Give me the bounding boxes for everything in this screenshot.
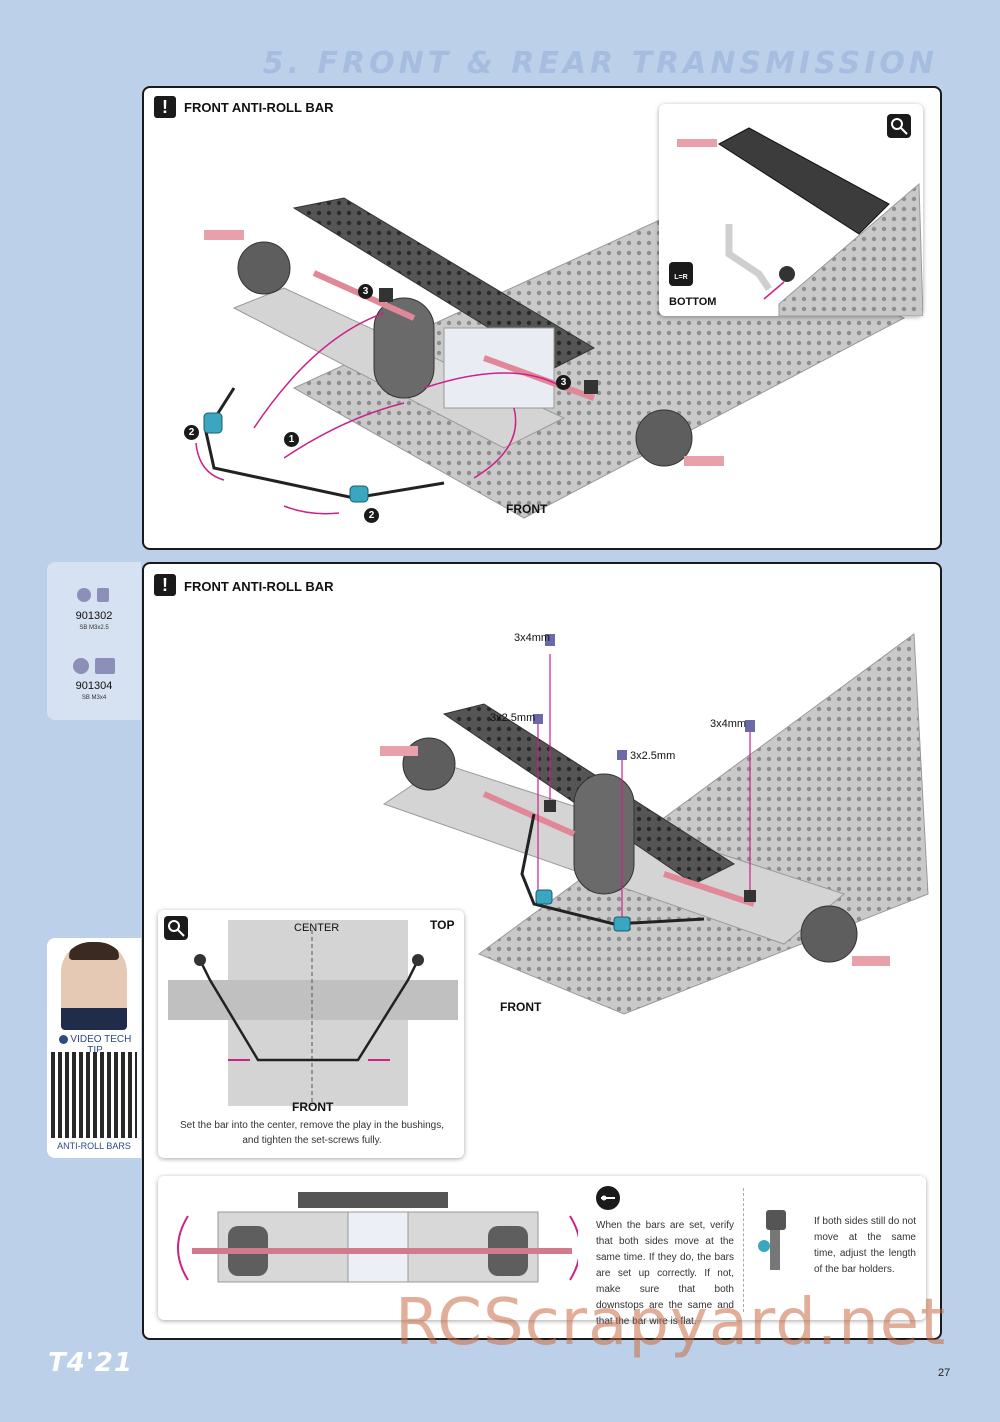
front-label: FRONT	[500, 1000, 542, 1014]
parts-tab: 901302 SB M3x2.5 901304 SB M3x4	[47, 562, 141, 720]
page-number: 27	[938, 1367, 951, 1379]
chassis-illustration-2	[380, 633, 929, 1015]
callout-screw-3x4-right: 3x4mm	[710, 718, 747, 730]
top-center-illustration	[168, 920, 458, 1106]
callout-screw-3x25-right: 3x2.5mm	[630, 750, 676, 762]
video-tech-tip-label: VIDEO TECH TIP	[51, 1034, 139, 1056]
callout-screw-3x25-left: 3x2.5mm	[490, 712, 536, 724]
lr-icon-label: L=R	[674, 274, 688, 281]
panel-title: FRONT ANTI-ROLL BAR	[184, 100, 334, 115]
bottom-label: BOTTOM	[669, 296, 717, 308]
top-center-detail-inset: CENTER TOP FRONT Set the bar into the ce…	[158, 910, 464, 1158]
adjust-note: If both sides still do not move at the s…	[814, 1216, 916, 1275]
magnifier-icon	[164, 916, 188, 940]
part-desc-2: SB M3x4	[81, 695, 107, 701]
front-label: FRONT	[506, 502, 548, 516]
qr-code[interactable]	[51, 1052, 137, 1138]
left-right-icon: L=R	[669, 262, 693, 286]
bottom-detail-illustration	[677, 127, 923, 316]
front-anti-roll-bar-panel-1: ! FRONT ANTI-ROLL BAR	[142, 86, 942, 550]
warning-icon: !	[154, 96, 176, 118]
set-screw-icon	[77, 588, 91, 602]
step-badge-2: 2	[184, 425, 199, 440]
center-instruction-caption: Set the bar into the center, remove the …	[179, 1120, 445, 1146]
bottom-detail-inset: L=R BOTTOM	[659, 104, 923, 316]
step-badge-2b: 2	[364, 508, 379, 523]
tip-icon	[596, 1186, 620, 1210]
front-view-illustration	[177, 1192, 578, 1283]
step-badge-3: 3	[358, 284, 373, 299]
top-label: TOP	[430, 918, 455, 932]
part-desc-1: SB M3x2.5	[79, 625, 109, 631]
magnifier-icon	[887, 114, 911, 138]
watermark: RCScrapyard.net	[395, 1286, 947, 1360]
center-label: CENTER	[294, 922, 340, 934]
bar-holder-illustration	[758, 1210, 786, 1270]
callout-screw-3x4-left: 3x4mm	[514, 632, 551, 644]
panel-title: FRONT ANTI-ROLL BAR	[184, 579, 334, 594]
video-tech-tip: VIDEO TECH TIP ANTI-ROLL BARS	[47, 938, 141, 1158]
step-badge-1: 1	[284, 432, 299, 447]
part-code-1: 901302	[75, 610, 113, 622]
warning-icon: !	[154, 574, 176, 596]
section-title: 5. FRONT & REAR TRANSMISSION	[262, 46, 938, 81]
note-divider	[743, 1188, 744, 1312]
play-icon	[58, 1034, 68, 1044]
front-anti-roll-bar-panel-2: ! FRONT ANTI-ROLL BAR 3x4mm 3x2.5mm 3x2.…	[142, 562, 942, 1340]
set-screw-side-icon-2	[95, 658, 115, 674]
set-screw-side-icon	[97, 588, 109, 602]
brand-logo: T4'21	[48, 1348, 133, 1378]
presenter-avatar	[61, 942, 127, 1030]
anti-roll-bars-caption: ANTI-ROLL BARS	[57, 1141, 131, 1151]
verification-note: When the bars are set, verify that both …	[596, 1220, 734, 1327]
step-badge-3b: 3	[556, 375, 571, 390]
front-label: FRONT	[292, 1100, 334, 1114]
set-screw-icon-2	[73, 658, 89, 674]
verification-inset: When the bars are set, verify that both …	[158, 1176, 926, 1327]
part-code-2: 901304	[75, 680, 113, 692]
